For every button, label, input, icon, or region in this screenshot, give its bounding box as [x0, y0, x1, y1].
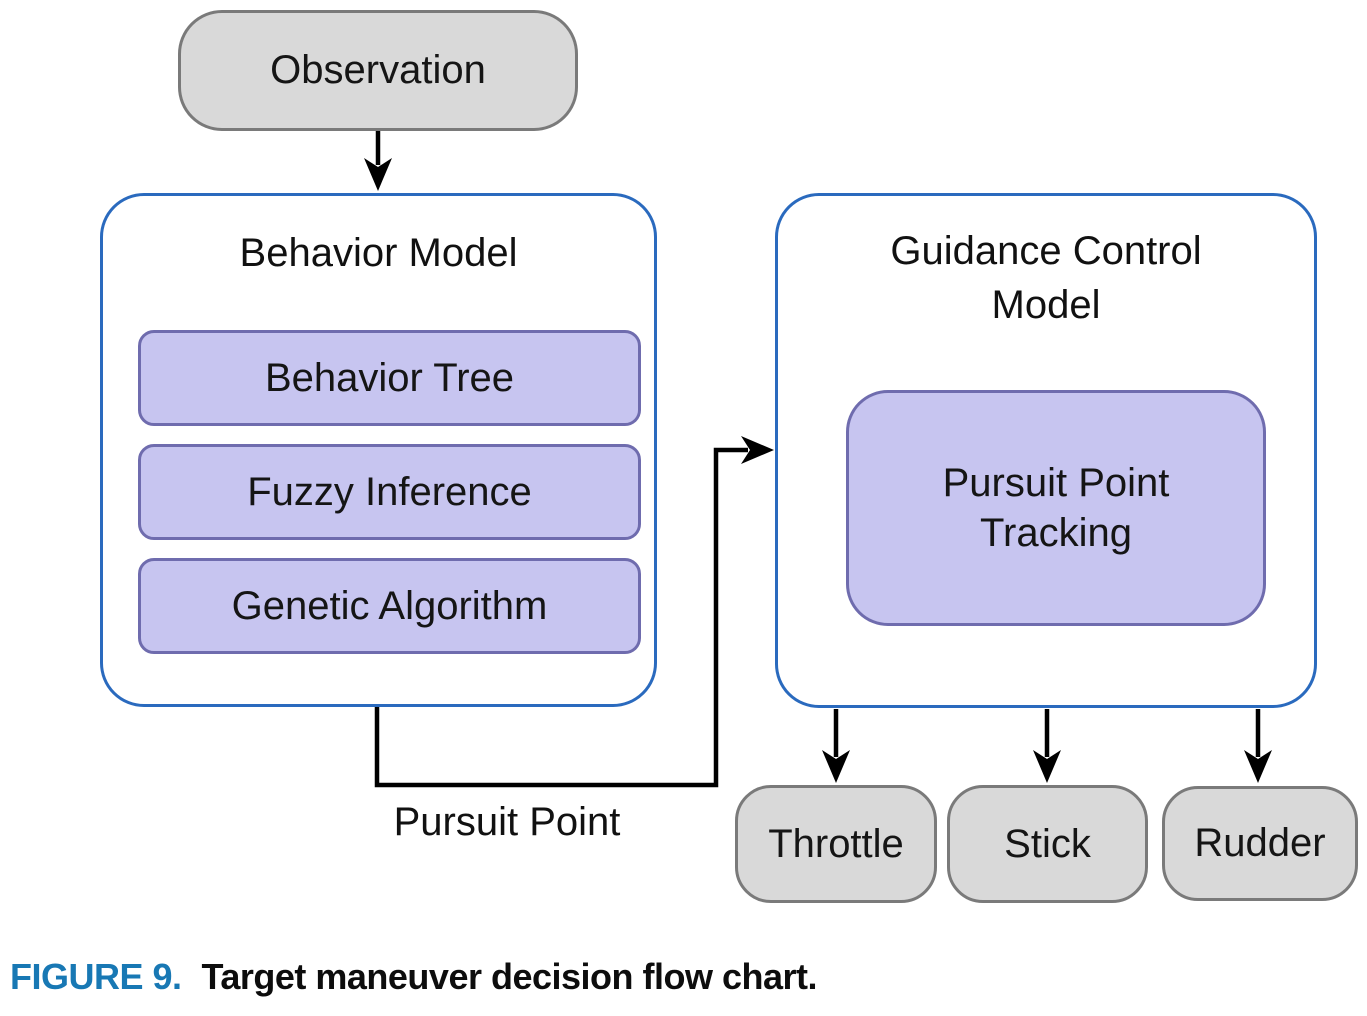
- node-stick: Stick: [947, 785, 1148, 903]
- behavior-model-title: Behavior Model: [239, 231, 518, 275]
- figure-caption: FIGURE 9. Target maneuver decision flow c…: [10, 956, 818, 998]
- arrow-guidance-to-rudder: [1244, 709, 1272, 783]
- container-behavior-model: Behavior Model Behavior Tree Fuzzy Infer…: [100, 193, 657, 707]
- node-stick-label: Stick: [1004, 821, 1091, 866]
- node-observation: Observation: [178, 10, 578, 131]
- node-throttle: Throttle: [735, 785, 937, 903]
- module-fuzzy-inference-label: Fuzzy Inference: [247, 469, 532, 514]
- figure-caption-number: FIGURE 9.: [10, 956, 182, 997]
- figure-caption-text: Target maneuver decision flow chart.: [201, 956, 818, 997]
- module-behavior-tree: Behavior Tree: [138, 330, 641, 426]
- arrow-guidance-to-stick: [1033, 709, 1061, 783]
- arrow-observation-to-behavior-model: [364, 131, 392, 191]
- module-genetic-algorithm: Genetic Algorithm: [138, 558, 641, 654]
- connector-label-pursuit-point: Pursuit Point: [393, 800, 621, 844]
- module-fuzzy-inference: Fuzzy Inference: [138, 444, 641, 540]
- node-rudder-label: Rudder: [1194, 821, 1326, 865]
- arrow-guidance-to-throttle: [822, 709, 850, 783]
- node-throttle-label: Throttle: [768, 821, 904, 866]
- node-rudder: Rudder: [1162, 786, 1358, 901]
- module-genetic-algorithm-label: Genetic Algorithm: [231, 583, 548, 628]
- node-observation-label: Observation: [270, 48, 486, 92]
- module-pursuit-point-tracking-label: Pursuit Point Tracking: [942, 461, 1170, 555]
- module-behavior-tree-label: Behavior Tree: [264, 355, 515, 400]
- guidance-control-model-title-text: Guidance Control Model: [890, 229, 1202, 327]
- module-pursuit-point-tracking: Pursuit Point Tracking: [846, 390, 1266, 626]
- container-guidance-control-model: Guidance Control Model Pursuit Point Tra…: [775, 193, 1317, 708]
- guidance-control-model-title: Guidance Control Model: [778, 224, 1314, 332]
